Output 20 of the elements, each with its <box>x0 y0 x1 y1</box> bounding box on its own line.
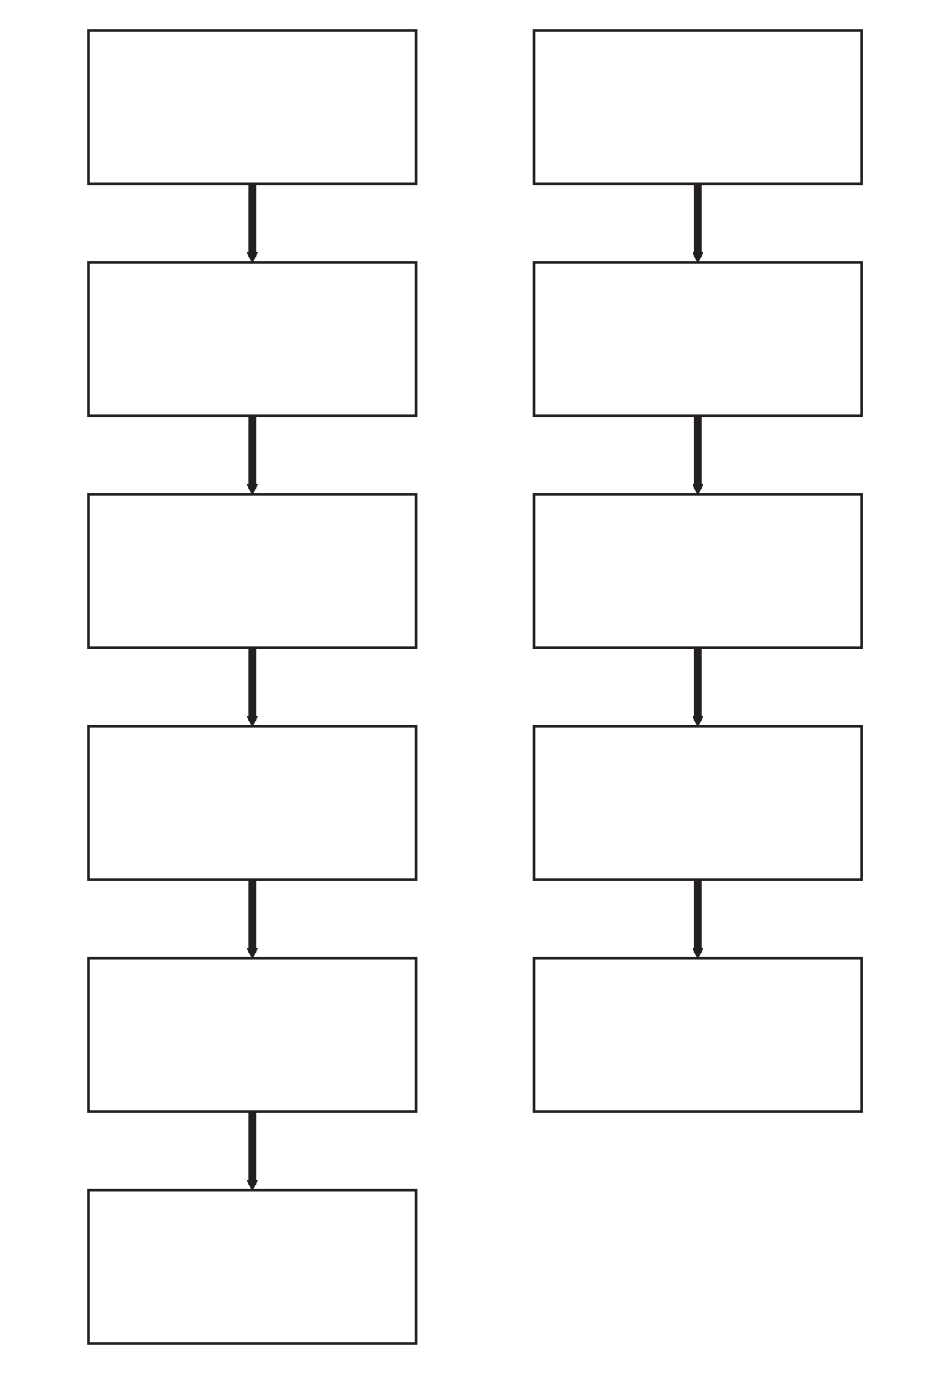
empty-box <box>532 725 863 881</box>
empty-box <box>87 493 418 649</box>
arrow <box>246 415 258 495</box>
arrow <box>692 647 704 727</box>
empty-box <box>532 261 863 418</box>
empty-box <box>87 261 418 418</box>
empty-box <box>87 956 418 1113</box>
arrow <box>246 1111 258 1191</box>
empty-box <box>532 29 863 186</box>
empty-box <box>87 1188 418 1345</box>
empty-box <box>87 29 418 186</box>
empty-box <box>532 493 863 649</box>
arrow <box>246 647 258 727</box>
empty-box <box>87 725 418 881</box>
arrow <box>692 415 704 495</box>
arrow <box>246 879 258 959</box>
arrow <box>246 183 258 263</box>
arrow <box>692 183 704 263</box>
empty-box <box>532 956 863 1113</box>
arrow <box>692 879 704 959</box>
